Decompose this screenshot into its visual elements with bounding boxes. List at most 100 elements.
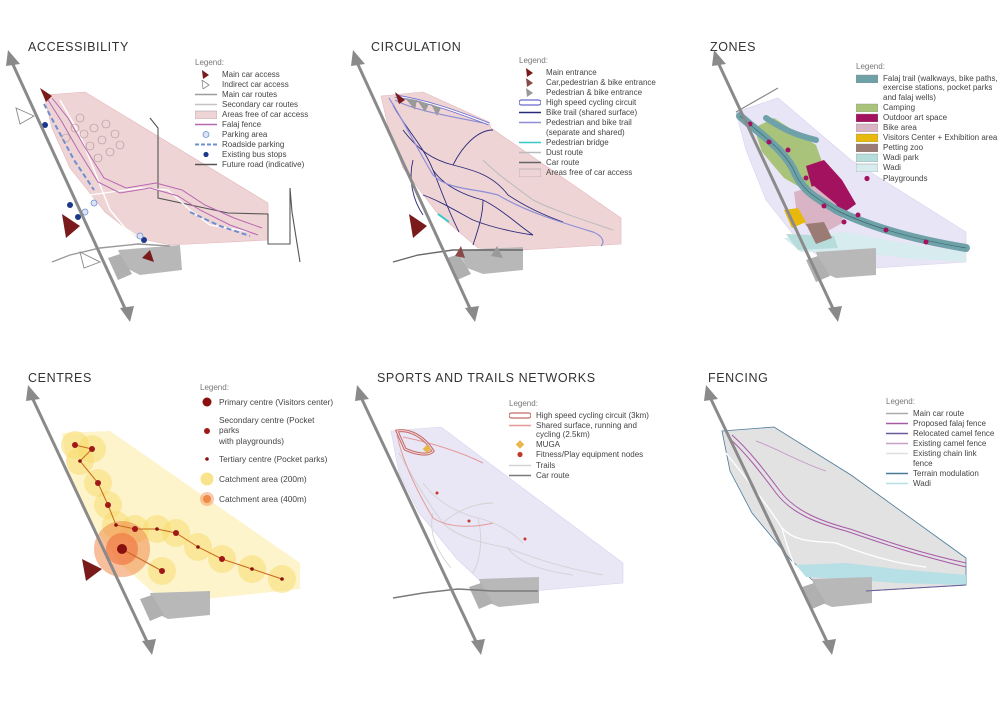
panel-title: ZONES	[710, 40, 757, 54]
legend-swatch	[195, 150, 217, 159]
legend-item: Areas free of car access	[519, 168, 664, 178]
legend-label: Outdoor art space	[883, 112, 948, 122]
main-car-access-arrow	[40, 88, 52, 102]
legend-swatch	[519, 87, 541, 97]
legend-item: Bike trail (shared surface)	[519, 108, 664, 118]
road-axis-arrow	[142, 639, 156, 655]
legend-item: Secondary car routes	[195, 100, 330, 110]
legend-item: Falaj trail (walkways, bike paths, exerc…	[856, 74, 998, 103]
shared-surface-route	[402, 436, 484, 464]
pedestrian-bike-entrance-arrow	[417, 100, 429, 112]
legend-label: Wadi	[913, 478, 931, 488]
car-route	[392, 588, 538, 599]
pedestrian-bike-entrance-arrow	[405, 98, 417, 110]
legend-swatch	[200, 424, 214, 438]
legend-item: Shared surface, running and cycling (2.5…	[509, 421, 654, 440]
legend-swatch	[886, 419, 908, 428]
legend-swatch	[519, 168, 541, 178]
high-speed-cycling-inner	[394, 95, 490, 125]
legend-item: Relocated camel fence	[886, 429, 998, 439]
falaj-trail-core	[739, 115, 967, 249]
zones-map	[712, 50, 970, 322]
legend-label: Fitness/Play equipment nodes	[536, 450, 644, 460]
panel-centres: CENTRES Legend:Primary centre (V	[0, 353, 333, 706]
legend-label: MUGA	[536, 440, 560, 450]
legend-swatch	[200, 452, 214, 466]
legend-label: Main car routes	[222, 89, 278, 99]
panel-title: ACCESSIBILITY	[28, 40, 129, 54]
legend-swatch	[886, 439, 908, 448]
building-block	[812, 577, 872, 607]
legend-swatch	[519, 98, 541, 107]
legend-label: Relocated camel fence	[913, 428, 995, 438]
legend-swatch	[856, 174, 878, 183]
legend-label: Pedestrian and bike trail (separate and …	[546, 118, 632, 137]
legend-swatch	[886, 409, 908, 418]
legend-label: Pedestrian & bike entrance	[546, 87, 643, 97]
legend-item: Roadside parking	[195, 140, 330, 150]
panel-accessibility: ACCESSIBILITY Legend:Main	[0, 0, 333, 353]
primary-centre	[117, 544, 127, 554]
car-ped-bike-entrance-arrow	[455, 246, 465, 258]
legend-label: Future road (indicative)	[222, 160, 305, 170]
legend-swatch	[519, 148, 541, 157]
legend-item: Pedestrian & bike entrance	[519, 87, 664, 98]
legend-item: Existing bus stops	[195, 150, 330, 160]
shared-surface-route	[396, 434, 494, 527]
legend-item: Pedestrian bridge	[519, 138, 664, 148]
falaj-trail	[763, 115, 819, 143]
legend-item: Catchment area (200m)	[200, 472, 335, 486]
road-axis	[714, 57, 838, 316]
tertiary-centres	[78, 459, 284, 581]
indirect-car-access-arrow	[79, 251, 102, 269]
falaj-fence	[47, 99, 259, 236]
legend-label: Wadi park	[883, 153, 919, 163]
legend-item: Main entrance	[519, 67, 664, 78]
dust-route	[482, 159, 614, 231]
legend-item: Main car access	[195, 69, 330, 80]
legend-swatch	[886, 449, 908, 458]
legend-item: Fitness/Play equipment nodes	[509, 450, 654, 460]
legend-swatch	[856, 163, 878, 173]
legend-label: Indirect car access	[222, 79, 289, 89]
legend-label: Catchment area (200m)	[219, 473, 307, 484]
panel-title: SPORTS AND TRAILS NETWORKS	[377, 371, 596, 385]
legend-swatch	[519, 77, 541, 87]
legend-item: MUGA	[509, 440, 654, 450]
legend-label: Camping	[883, 102, 916, 112]
building-block	[479, 577, 539, 607]
legend-swatch	[856, 123, 878, 133]
legend-label: Primary centre (Visitors center)	[219, 396, 334, 407]
main-entrance-arrow	[409, 214, 427, 238]
legend-label: Tertiary centre (Pocket parks)	[219, 453, 328, 464]
legend-item: Pedestrian and bike trail (separate and …	[519, 118, 664, 137]
legend-item: Falaj fence	[195, 120, 330, 130]
road-axis-arrow	[704, 385, 718, 401]
legend-item: Trails	[509, 461, 654, 471]
legend-item: Car route	[519, 158, 664, 168]
legend-item: Existing chain link fence	[886, 449, 998, 468]
road-axis-arrow	[465, 306, 479, 322]
relocated-camel-fence	[865, 584, 967, 592]
legend-swatch	[195, 69, 217, 79]
legend-sports: Legend:High speed cycling circuit (3km)S…	[509, 399, 654, 481]
main-road	[735, 87, 779, 113]
legend-title: Legend:	[509, 399, 538, 408]
bus-stops	[42, 122, 147, 243]
legend-label: Parking area	[222, 130, 268, 140]
building-block	[108, 254, 132, 280]
main-car-access-arrow	[62, 214, 80, 238]
high-speed-cycling-inner	[396, 430, 434, 455]
legend-swatch	[856, 74, 878, 83]
bike-area	[794, 186, 844, 232]
legend-swatch	[509, 450, 531, 459]
indirect-car-access-arrow	[15, 107, 35, 125]
panel-circulation: CIRCULATION	[333, 0, 666, 353]
legend-item: Playgrounds	[856, 174, 998, 184]
legend-swatch	[886, 469, 908, 478]
legend-swatch	[509, 461, 531, 470]
panel-title: CIRCULATION	[371, 40, 462, 54]
legend-title: Legend:	[195, 58, 224, 67]
fitness-nodes	[435, 491, 527, 541]
